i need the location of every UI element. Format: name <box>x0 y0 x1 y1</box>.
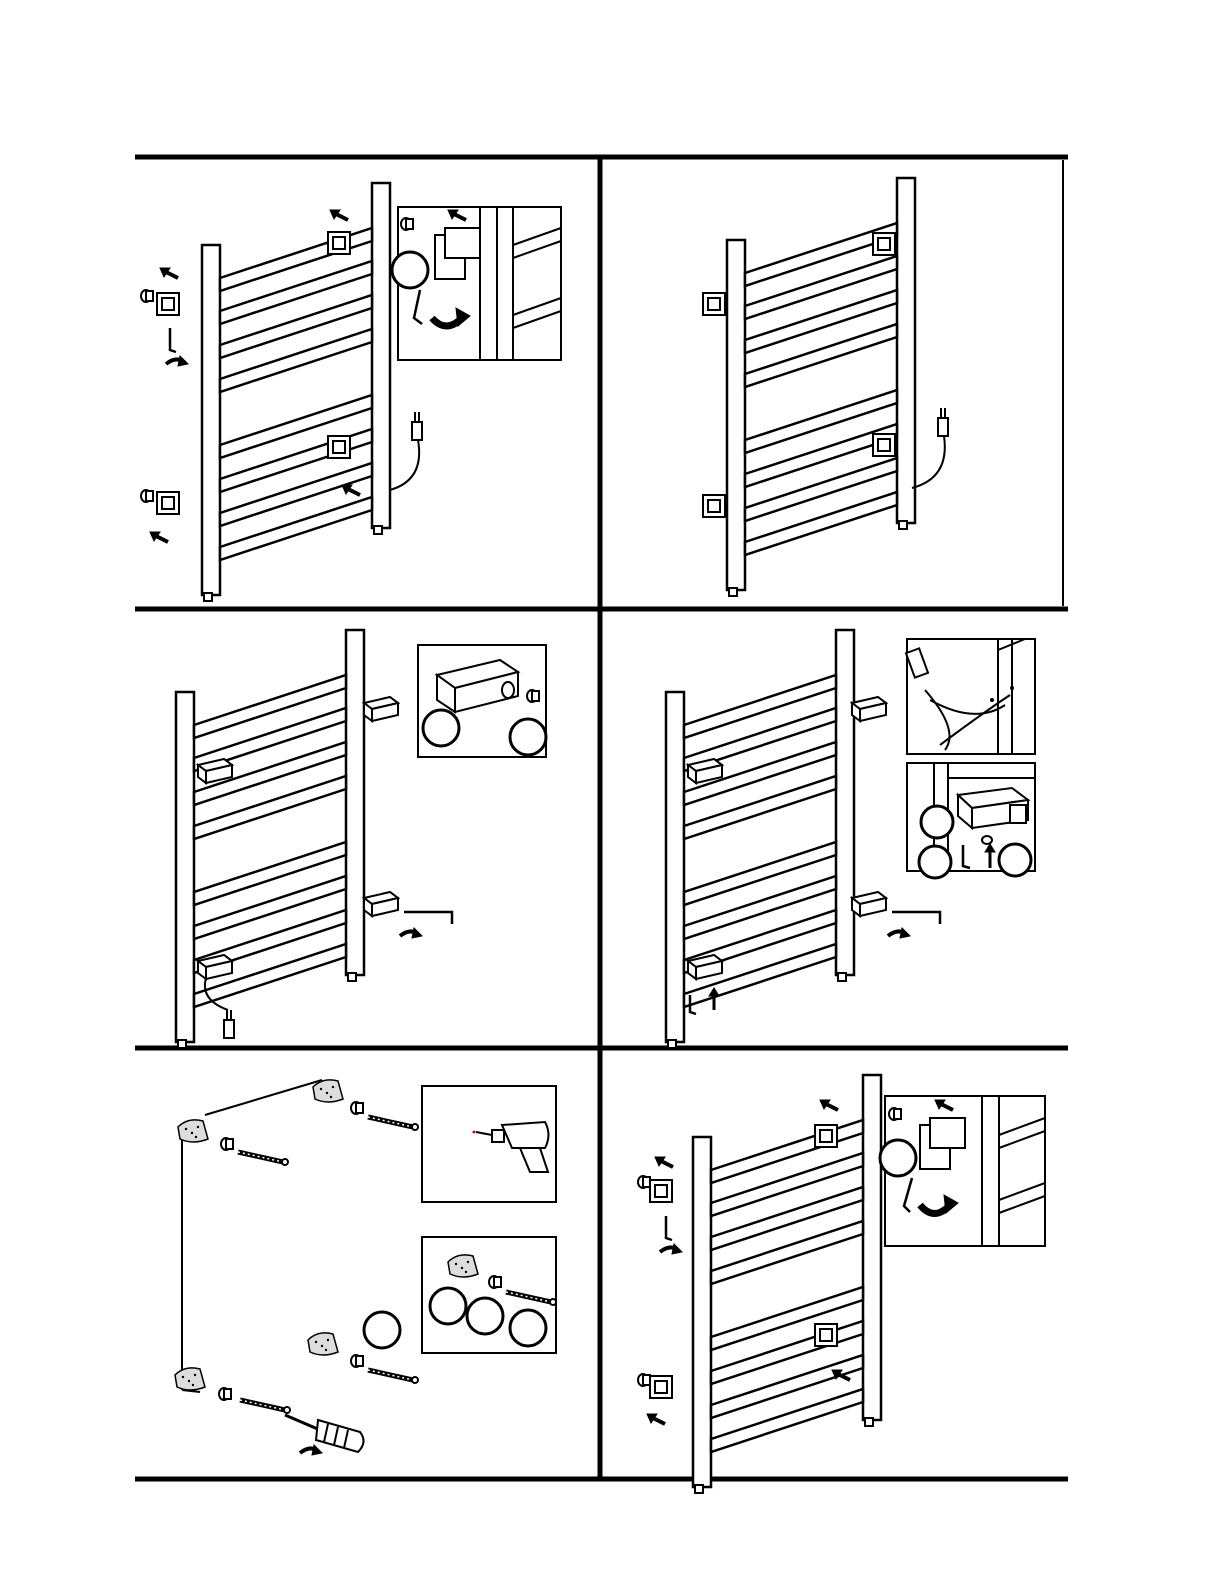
level-line <box>205 1080 322 1115</box>
power-cord <box>390 440 419 490</box>
wall-bracket-lower-left <box>157 492 179 514</box>
tube-connector <box>852 697 886 721</box>
tube-connector <box>364 697 398 721</box>
callout-circle <box>392 252 428 288</box>
bracket-detail <box>445 228 480 258</box>
cap-icon <box>638 1374 650 1386</box>
callout-circle <box>423 710 459 746</box>
cap-icon <box>219 1388 231 1400</box>
rotate-arrow-icon <box>300 1445 322 1455</box>
cap-icon <box>638 1176 650 1188</box>
panel-6-secure-warmer <box>638 1075 1045 1493</box>
towel-warmer-illustration <box>693 1075 881 1493</box>
plug-icon <box>224 1010 234 1038</box>
arrow-icon <box>330 210 348 220</box>
panel-4-wiring <box>666 630 1035 1048</box>
callout-circle <box>467 1298 503 1334</box>
wall-bracket-upper-left <box>157 293 179 315</box>
rotate-arrow-icon <box>888 928 910 938</box>
hex-key-icon <box>404 912 452 924</box>
cap-icon <box>351 1102 363 1114</box>
cap-icon <box>527 690 539 702</box>
wall-anchor-icon <box>448 1255 478 1277</box>
callout-circle <box>510 719 546 755</box>
plug-icon <box>938 408 948 436</box>
callout-circle <box>919 846 951 878</box>
arrow-icon <box>342 485 360 495</box>
wall-bracket-lower-left <box>650 1376 672 1398</box>
rotate-arrow-icon <box>166 356 188 366</box>
wall-anchor-icon <box>308 1333 338 1355</box>
hex-key-icon <box>170 328 176 352</box>
wall-bracket-upper-left <box>703 293 725 315</box>
wall-anchor-icon <box>313 1080 343 1102</box>
hex-key-icon <box>666 1216 672 1240</box>
callout-circle <box>364 1312 400 1348</box>
callout-circle <box>921 806 953 838</box>
hex-key-icon <box>892 912 940 924</box>
wall-bracket-lower-right <box>815 1324 837 1346</box>
panel-3-attach-tubes <box>176 630 546 1048</box>
bracket-detail <box>930 1118 965 1148</box>
cap-icon <box>141 290 153 302</box>
cap-icon <box>889 1108 901 1120</box>
cap-icon <box>401 218 413 230</box>
plug-icon <box>412 412 422 440</box>
rotate-arrow-icon <box>660 1244 682 1254</box>
tube-connector <box>852 892 886 916</box>
screw-icon <box>238 1152 288 1165</box>
cap-icon <box>351 1355 363 1367</box>
wall-bracket-lower-left <box>703 495 725 517</box>
rotate-arrow-icon <box>400 928 422 938</box>
screw-icon <box>368 1117 418 1130</box>
wall-bracket-upper-right <box>328 232 350 254</box>
screwdriver-icon <box>285 1415 364 1452</box>
arrow-icon <box>647 1414 665 1424</box>
wall-bracket-upper-left <box>650 1180 672 1202</box>
panel-5-wall-anchors <box>175 1080 556 1455</box>
wall-anchor-icon <box>178 1120 208 1142</box>
cap-icon <box>489 1276 501 1288</box>
wiring-inset <box>907 639 1035 754</box>
wall-bracket-upper-right <box>815 1125 837 1147</box>
wall-anchor-icon <box>175 1368 205 1390</box>
wall-bracket-upper-right <box>873 233 895 255</box>
callout-circle <box>510 1310 546 1346</box>
panel-1-attach-brackets <box>141 183 561 601</box>
cap-icon <box>141 490 153 502</box>
arrow-icon <box>820 1100 838 1110</box>
callout-circle <box>430 1288 466 1324</box>
arrow-icon <box>655 1157 673 1167</box>
screw-icon <box>240 1400 290 1413</box>
callout-circle <box>999 844 1031 876</box>
callout-circle <box>880 1140 916 1176</box>
arrow-icon <box>160 268 178 278</box>
screw-icon <box>368 1370 418 1383</box>
wall-bracket-lower-right <box>873 434 895 456</box>
arrow-icon <box>150 532 168 542</box>
wall-bracket-lower-right <box>328 436 350 458</box>
panel-2-mounted-warmer <box>703 178 948 596</box>
power-cord <box>912 436 945 488</box>
cap-icon <box>221 1138 233 1150</box>
towel-warmer-illustration <box>666 630 854 1048</box>
tube-connector <box>364 892 398 916</box>
towel-warmer-illustration <box>202 183 390 601</box>
